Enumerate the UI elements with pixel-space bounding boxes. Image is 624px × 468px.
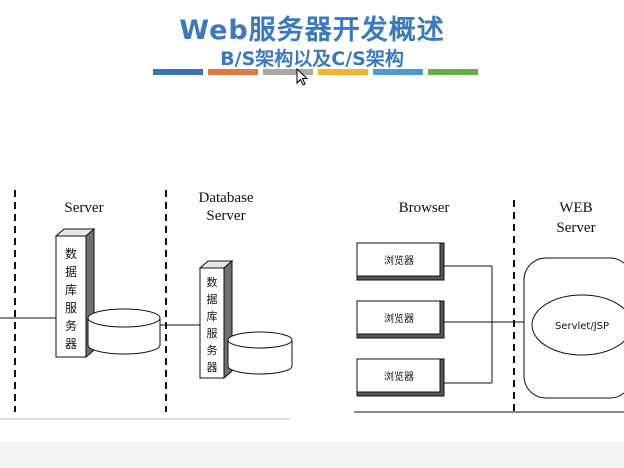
db-box-char-2: 据 xyxy=(207,292,218,306)
server-box-char-2: 据 xyxy=(65,265,77,279)
servlet-jsp-label: Servlet/JSP xyxy=(555,321,609,332)
web-server-box: Servlet/JSP xyxy=(523,257,624,399)
browser-box-2: 浏览器 xyxy=(356,300,445,339)
color-stripe-1 xyxy=(153,69,203,75)
server-box-char-1: 数 xyxy=(65,246,77,261)
db-box-char-5: 务 xyxy=(207,344,218,357)
server-label: Server xyxy=(64,200,103,216)
mouse-pointer-icon xyxy=(296,68,309,86)
servlet-jsp-ellipse xyxy=(531,294,624,356)
browser-box-1: 浏览器 xyxy=(356,242,445,281)
database-cylinder-1 xyxy=(87,308,161,355)
page-title: Web服务器开发概述 xyxy=(179,15,445,46)
server-box-char-5: 务 xyxy=(65,318,77,333)
browser-box-3: 浏览器 xyxy=(356,358,445,397)
server-box-char-4: 服 xyxy=(65,301,77,315)
browser-label: Browser xyxy=(399,200,450,216)
server-box-char-6: 器 xyxy=(65,337,77,351)
db-box-char-1: 数 xyxy=(207,276,218,289)
db-box-char-6: 器 xyxy=(207,361,218,374)
web-server-label-line2: Server xyxy=(556,220,595,236)
db-box-char-4: 服 xyxy=(207,327,218,340)
browser-connectors xyxy=(444,265,530,384)
color-stripe-3 xyxy=(263,69,313,75)
web-server-label-line1: WEB xyxy=(559,200,592,216)
db-box-char-3: 库 xyxy=(207,310,218,323)
database-cylinder-2 xyxy=(227,331,293,375)
browser-box-1-label: 浏览器 xyxy=(384,254,414,267)
page-subtitle: B/S架构以及C/S架构 xyxy=(220,48,404,70)
color-stripe-4 xyxy=(318,69,368,75)
db-server-box-2: 数 据 库 服 务 器 xyxy=(198,259,234,380)
browser-box-3-label: 浏览器 xyxy=(384,370,414,383)
server-box-char-3: 库 xyxy=(65,282,77,297)
db-server-label-line2: Server xyxy=(206,208,245,224)
browser-box-2-label: 浏览器 xyxy=(384,312,414,325)
color-stripe-2 xyxy=(208,69,258,75)
color-stripe-5 xyxy=(373,69,423,75)
color-stripe-6 xyxy=(428,69,478,75)
footer-bar xyxy=(0,442,624,468)
db-server-label-line1: Database xyxy=(199,190,254,206)
